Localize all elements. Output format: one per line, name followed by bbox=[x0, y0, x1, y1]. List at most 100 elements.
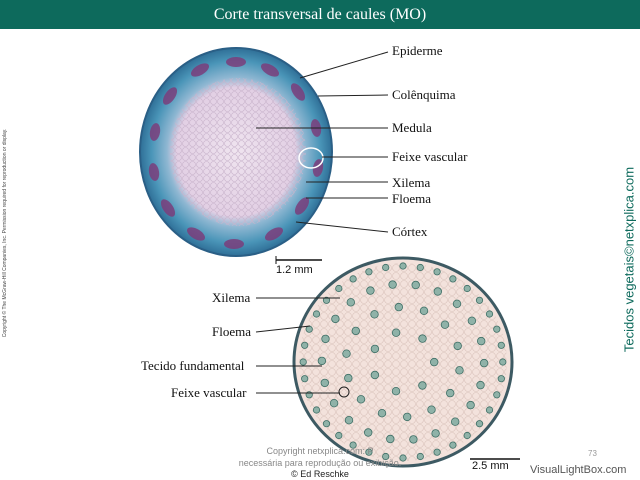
vascular-bundle bbox=[452, 299, 462, 308]
vascular-bundle bbox=[365, 448, 373, 456]
label-epiderme: Epiderme bbox=[392, 43, 443, 58]
vascular-bundle bbox=[301, 341, 309, 349]
watermark: VisualLightBox.com bbox=[530, 464, 627, 476]
vascular-bundle bbox=[335, 284, 343, 293]
label-xilema-bottom: Xilema bbox=[212, 290, 251, 305]
vascular-bundle bbox=[427, 405, 436, 414]
vascular-bundle bbox=[446, 388, 455, 398]
vascular-bundle bbox=[386, 434, 395, 444]
vascular-bundle bbox=[449, 275, 457, 283]
vascular-bundle bbox=[349, 441, 357, 449]
vascular-bundle bbox=[344, 373, 353, 383]
vascular-bundle bbox=[399, 454, 407, 462]
vascular-bundle bbox=[364, 428, 373, 437]
vascular-bundle bbox=[335, 431, 343, 440]
dicot-leader-lines bbox=[256, 51, 389, 233]
vascular-bundle bbox=[382, 452, 390, 461]
page-number: 73 bbox=[588, 449, 597, 458]
vascular-bundle bbox=[329, 399, 339, 408]
vascular-bundle bbox=[455, 366, 464, 375]
footer-photo-credit: © Ed Reschke bbox=[291, 469, 349, 479]
vascular-bundle bbox=[356, 395, 366, 404]
slide-title: Corte transversal de caules (MO) bbox=[0, 0, 640, 29]
vascular-bundle bbox=[366, 286, 375, 295]
vascular-bundle bbox=[377, 409, 387, 418]
label-cortex: Córtex bbox=[392, 224, 428, 239]
vascular-bundle bbox=[451, 417, 460, 426]
scale-label-bottom: 2.5 mm bbox=[472, 460, 509, 472]
vascular-bundle bbox=[467, 316, 477, 325]
vascular-bundle bbox=[440, 320, 450, 329]
label-floema-bottom: Floema bbox=[212, 324, 251, 339]
vascular-bundle bbox=[305, 325, 313, 333]
vascular-bundle bbox=[418, 334, 427, 343]
label-floema-top: Floema bbox=[392, 191, 431, 206]
label-feixe-vascular-top: Feixe vascular bbox=[392, 149, 468, 164]
vascular-bundle bbox=[342, 349, 351, 358]
highlighted-bundle bbox=[298, 147, 324, 169]
label-xilema-top: Xilema bbox=[392, 175, 431, 190]
vascular-bundle bbox=[418, 381, 427, 390]
vascular-bundle bbox=[394, 302, 403, 312]
label-medula: Medula bbox=[392, 120, 432, 135]
vascular-bundle bbox=[331, 314, 340, 324]
vascular-bundle bbox=[453, 341, 462, 351]
vascular-bundle bbox=[317, 356, 327, 366]
vascular-bundle bbox=[499, 358, 507, 366]
vascular-bundle bbox=[321, 334, 330, 344]
vascular-bundle bbox=[416, 263, 424, 272]
vascular-bundle bbox=[351, 326, 360, 336]
vascular-bundle bbox=[433, 448, 441, 456]
vascular-bundle bbox=[475, 420, 484, 428]
vascular-bundle bbox=[476, 380, 485, 390]
vascular-bundle bbox=[322, 420, 331, 428]
vascular-bundle bbox=[399, 262, 407, 270]
vascular-bundle bbox=[433, 268, 441, 276]
footer-copyright-line1: Copyright netxplica.com: P bbox=[266, 446, 374, 456]
vascular-bundle bbox=[477, 336, 486, 346]
vascular-bundle bbox=[382, 263, 390, 272]
vascular-bundle bbox=[299, 358, 307, 366]
vascular-bundle bbox=[430, 357, 439, 367]
vascular-bundle bbox=[365, 268, 373, 276]
vascular-bundle bbox=[391, 387, 401, 396]
vascular-bundle bbox=[346, 298, 355, 307]
vascular-bundle bbox=[391, 328, 401, 337]
vascular-bundle bbox=[485, 310, 494, 318]
vascular-bundle bbox=[463, 284, 471, 293]
vascular-bundle bbox=[370, 370, 380, 380]
vascular-bundle bbox=[497, 341, 505, 349]
vascular-bundle bbox=[463, 431, 471, 440]
monocot-stem-section bbox=[292, 256, 514, 468]
vascular-bundle bbox=[344, 416, 354, 425]
scattered-bundles bbox=[299, 262, 507, 462]
vascular-bundle bbox=[466, 400, 475, 410]
vascular-bundle bbox=[320, 378, 329, 388]
vascular-bundle bbox=[370, 310, 379, 319]
vascular-bundle bbox=[433, 287, 442, 296]
vascular-bundle bbox=[301, 375, 309, 383]
vascular-bundle bbox=[479, 358, 489, 368]
vascular-bundle bbox=[416, 452, 424, 461]
vascular-bundle bbox=[419, 306, 429, 315]
vascular-bundle bbox=[322, 296, 331, 304]
label-colenquima: Colênquima bbox=[392, 87, 456, 102]
vascular-bundle bbox=[312, 310, 321, 318]
vascular-bundle bbox=[388, 280, 397, 289]
vascular-bundle bbox=[370, 344, 380, 354]
monocot-leader-lines bbox=[255, 297, 340, 394]
vascular-bundle bbox=[449, 441, 457, 449]
footer-copyright-line2: necessária para reprodução ou exibição. bbox=[238, 458, 402, 468]
vascular-bundle bbox=[493, 325, 501, 333]
vascular-bundle bbox=[497, 375, 505, 383]
vascular-bundle bbox=[411, 280, 420, 290]
vascular-bundle bbox=[312, 406, 321, 414]
label-feixe-vascular-bottom: Feixe vascular bbox=[171, 385, 247, 400]
vascular-bundle bbox=[485, 406, 494, 414]
label-tecido-fundamental: Tecido fundamental bbox=[141, 358, 245, 373]
vascular-bundle bbox=[493, 391, 501, 399]
vascular-bundle bbox=[349, 275, 357, 283]
vascular-bundle bbox=[403, 412, 412, 422]
vascular-bundle bbox=[409, 435, 418, 444]
